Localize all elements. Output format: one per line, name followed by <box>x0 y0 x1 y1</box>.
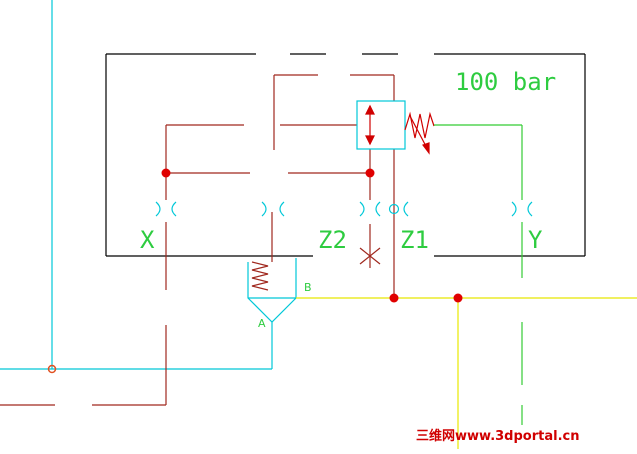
adjustable-arrow-icon <box>409 115 430 155</box>
watermark-text: 三维网www.3dportal.cn <box>416 428 579 444</box>
pressure-label: 100 bar <box>455 68 556 96</box>
supply-line <box>0 0 297 370</box>
port-z2-label: Z2 <box>318 226 347 254</box>
check-valve-spring <box>251 261 269 291</box>
port-x-label: X <box>140 226 155 254</box>
port-b-label: B <box>304 281 312 294</box>
return-line <box>296 297 637 449</box>
valve-frame <box>105 53 586 257</box>
port-y-label: Y <box>528 226 543 254</box>
relief-valve-arrow-icon <box>365 104 375 146</box>
orifice-symbols <box>155 201 533 217</box>
supply-junction <box>47 364 57 374</box>
port-z1-label: Z1 <box>400 226 429 254</box>
relief-valve-body <box>356 100 406 150</box>
junction-dots <box>161 168 463 303</box>
port-a-label: A <box>258 317 266 330</box>
drain-line <box>434 124 523 425</box>
relief-valve-spring-icon <box>404 111 435 139</box>
